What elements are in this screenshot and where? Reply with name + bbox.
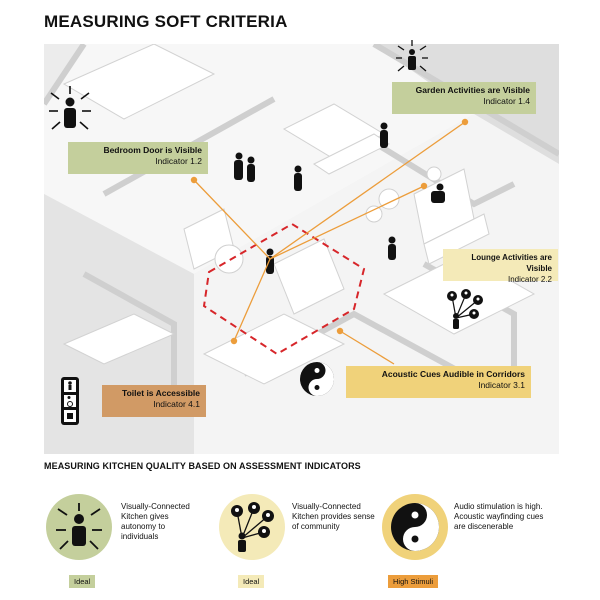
- indicator-number: Indicator 1.4: [483, 96, 530, 106]
- card-description: Visually-Connected Kitchen gives autonom…: [121, 502, 190, 541]
- yin-yang-icon: [391, 503, 439, 551]
- person-arrows-icon: [56, 503, 102, 550]
- indicator-lounge-label: Lounge Activities are Visible Indicator …: [443, 249, 558, 284]
- toilet-accessible-icon: [61, 377, 79, 425]
- indicator-toilet-label: Toilet is Accessible Indicator 4.1: [102, 385, 206, 417]
- indicator-acoustic-label: Acoustic Cues Audible in Corridors Indic…: [346, 366, 531, 398]
- person-arrows-icon: [396, 40, 428, 72]
- rating-tag: High Stimuli: [388, 575, 439, 588]
- indicator-title: Toilet is Accessible: [122, 388, 200, 398]
- indicator-garden-label: Garden Activities are Visible Indicator …: [392, 82, 536, 114]
- card-description: Visually-Connected Kitchen provides sens…: [292, 502, 375, 531]
- rating-tag: Ideal: [69, 575, 96, 588]
- section-subtitle: MEASURING KITCHEN QUALITY BASED ON ASSES…: [44, 461, 361, 471]
- page-title: MEASURING SOFT CRITERIA: [44, 12, 288, 31]
- indicator-title: Garden Activities are Visible: [415, 85, 530, 95]
- indicator-number: Indicator 2.2: [507, 275, 552, 284]
- rating-tag: Ideal: [238, 575, 265, 588]
- community-network-icon: [447, 289, 483, 329]
- indicator-number: Indicator 3.1: [478, 380, 525, 390]
- indicator-number: Indicator 1.2: [155, 156, 202, 166]
- indicator-title: Lounge Activities are Visible: [471, 253, 552, 273]
- person-arrows-icon: [49, 86, 91, 130]
- yin-yang-icon: [300, 362, 334, 396]
- indicator-number: Indicator 4.1: [153, 399, 200, 409]
- card-description: Audio stimulation is high. Acoustic wayf…: [454, 502, 544, 531]
- indicator-bedroom-label: Bedroom Door is Visible Indicator 1.2: [68, 142, 208, 174]
- community-network-icon: [231, 502, 274, 552]
- indicator-title: Bedroom Door is Visible: [103, 145, 202, 155]
- indicator-title: Acoustic Cues Audible in Corridors: [381, 369, 525, 379]
